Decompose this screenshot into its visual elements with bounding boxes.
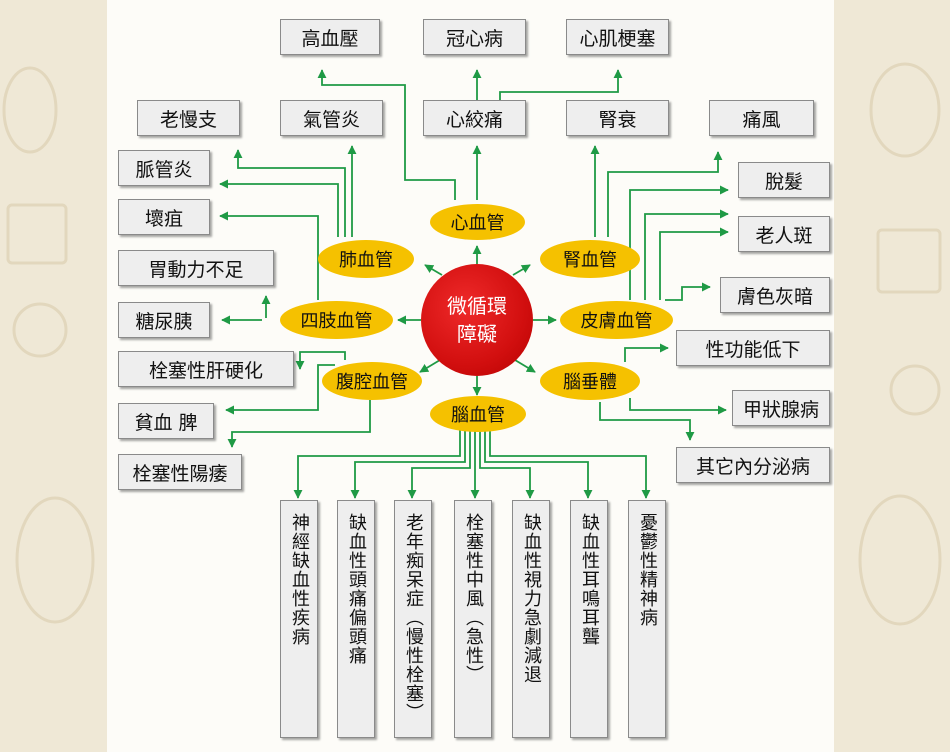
disease-ischemic-headache: 缺血性頭痛偏頭痛 bbox=[337, 500, 375, 738]
disease-age-spots: 老人斑 bbox=[738, 216, 830, 252]
disease-vision-loss-label: 缺血性視力急劇減退 bbox=[521, 513, 542, 684]
disease-angina: 心絞痛 bbox=[423, 100, 526, 136]
disease-impotence: 栓塞性陽痿 bbox=[118, 454, 242, 490]
disease-dull-skin: 膚色灰暗 bbox=[720, 277, 830, 313]
disease-thyroid: 甲狀腺病 bbox=[732, 390, 830, 426]
disease-vasculitis: 脈管炎 bbox=[118, 150, 210, 186]
disease-myocardial-infarction: 心肌梗塞 bbox=[566, 19, 669, 55]
node-heart-vessel: 心血管 bbox=[430, 204, 525, 240]
disease-other-endocrine: 其它內分泌病 bbox=[676, 447, 830, 483]
disease-cirrhosis: 栓塞性肝硬化 bbox=[118, 351, 294, 387]
node-limb-vessel: 四肢血管 bbox=[280, 301, 393, 339]
disease-tinnitus-deafness: 缺血性耳鳴耳聾 bbox=[570, 500, 608, 738]
disease-hypertension: 高血壓 bbox=[280, 19, 380, 55]
node-abdominal-vessel: 腹腔血管 bbox=[322, 362, 422, 400]
disease-dementia-label: 老年痴呆症︵慢性栓塞︶ bbox=[403, 513, 424, 722]
center-line-1: 微循環 bbox=[447, 294, 507, 318]
disease-depression: 憂鬱性精神病 bbox=[628, 500, 666, 738]
disease-tracheitis: 氣管炎 bbox=[280, 100, 383, 136]
disease-renal-failure: 腎衰 bbox=[566, 100, 669, 136]
disease-anemia-spleen: 貧血 脾 bbox=[118, 403, 214, 439]
disease-gout: 痛風 bbox=[709, 100, 814, 136]
disease-depression-label: 憂鬱性精神病 bbox=[637, 513, 658, 627]
disease-gastric-motility: 胃動力不足 bbox=[118, 250, 274, 286]
disease-gangrene: 壞疽 bbox=[118, 199, 210, 235]
disease-neuro-ischemic: 神經缺血性疾病 bbox=[280, 500, 318, 738]
disease-ischemic-headache-label: 缺血性頭痛偏頭痛 bbox=[346, 513, 367, 665]
center-line-2: 障礙 bbox=[457, 322, 497, 346]
node-pituitary: 腦垂體 bbox=[540, 362, 640, 400]
disease-coronary-heart: 冠心病 bbox=[423, 19, 526, 55]
disease-chronic-bronchitis: 老慢支 bbox=[137, 100, 240, 136]
disease-neuro-ischemic-label: 神經缺血性疾病 bbox=[289, 513, 310, 646]
center-microcirculation-disorder: 微循環 障礙 bbox=[421, 264, 533, 376]
disease-dementia: 老年痴呆症︵慢性栓塞︶ bbox=[394, 500, 432, 738]
disease-vision-loss: 缺血性視力急劇減退 bbox=[512, 500, 550, 738]
node-skin-vessel: 皮膚血管 bbox=[560, 301, 673, 339]
disease-sexual-hypofunction: 性功能低下 bbox=[676, 330, 830, 366]
disease-stroke-label: 栓塞性中風︵急性︶ bbox=[463, 513, 484, 684]
disease-tinnitus-deafness-label: 缺血性耳鳴耳聾 bbox=[579, 513, 600, 646]
disease-hair-loss: 脫髮 bbox=[738, 162, 830, 198]
disease-diabetes: 糖尿胰 bbox=[118, 302, 210, 338]
node-brain-vessel: 腦血管 bbox=[430, 396, 526, 432]
node-kidney-vessel: 腎血管 bbox=[540, 240, 640, 278]
disease-stroke: 栓塞性中風︵急性︶ bbox=[454, 500, 492, 738]
node-lung-vessel: 肺血管 bbox=[318, 240, 414, 278]
